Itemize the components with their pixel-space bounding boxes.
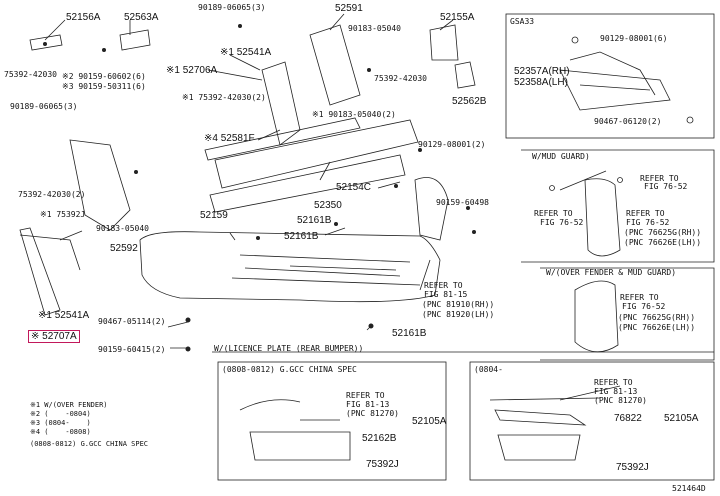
fender-pnc-rh: (PNC 76625G(RH)) xyxy=(618,313,696,322)
plate-right-75392J: 75392J xyxy=(616,462,649,473)
plate-sub-left-box xyxy=(217,361,447,481)
part-75392-42030-c: 75392-42030(2) xyxy=(18,190,86,199)
mud-pnc-lh: (PNC 76626E(LH)) xyxy=(624,238,702,247)
mud-refer-c-2: FIG 76-52 xyxy=(626,218,670,227)
part-1-52541A-b: ※1 52541A xyxy=(38,310,90,321)
part-90159-50311: ※3 90159-50311(6) xyxy=(62,82,146,91)
part-1-52541A: ※1 52541A xyxy=(220,47,272,58)
part-52591: 52591 xyxy=(335,3,363,14)
part-52562B: 52562B xyxy=(452,96,487,107)
main-refer-pnc-lh: (PNC 81920(LH)) xyxy=(422,310,495,319)
note-4: ※4 ( -0808) xyxy=(30,428,91,436)
part-1-52706A: ※1 52706A xyxy=(166,65,218,76)
part-90183-05040-b: 90183-05040 xyxy=(96,224,149,233)
part-52156A: 52156A xyxy=(66,12,101,23)
main-refer-pnc-rh: (PNC 81910(RH)) xyxy=(422,300,495,309)
part-52161B-b: 52161B xyxy=(284,231,319,242)
plate-right-title: (0804- xyxy=(474,365,503,374)
part-52161B-a: 52161B xyxy=(297,215,332,226)
part-90189-06065-a: 90189-06065(3) xyxy=(10,102,78,111)
part-52592: 52592 xyxy=(110,243,138,254)
plate-left-52162B: 52162B xyxy=(362,433,397,444)
part-52357A: 52357A(RH) xyxy=(514,66,570,77)
gsa33-title: GSA33 xyxy=(510,17,535,26)
part-90159-60498: 90159-60498 xyxy=(436,198,489,207)
plate-left-52105A: 52105A xyxy=(412,416,447,427)
plate-left-75392J: 75392J xyxy=(366,459,399,470)
plate-left-title: (0808-0812) G.GCC CHINA SPEC xyxy=(222,365,357,374)
plate-right-refer-1: REFER TO xyxy=(594,378,633,387)
plate-left-pnc: (PNC 81270) xyxy=(346,409,399,418)
plate-right-pnc: (PNC 81270) xyxy=(594,396,647,405)
part-52707A-highlighted[interactable]: ※ 52707A xyxy=(28,330,80,343)
gsa33-box xyxy=(505,13,715,139)
mud-guard-box xyxy=(521,149,715,263)
fender-box xyxy=(540,267,715,361)
part-1-90183-05040: ※1 90183-05040(2) xyxy=(312,110,396,119)
mud-refer-c-1: REFER TO xyxy=(626,209,665,218)
part-90467-06120: 90467-06120(2) xyxy=(594,117,662,126)
part-52358A: 52358A(LH) xyxy=(514,77,568,88)
part-4-52581F: ※4 52581F xyxy=(204,133,255,144)
part-90189-06065-b: 90189-06065(3) xyxy=(198,3,266,12)
plate-sub-right-box xyxy=(469,361,715,481)
part-1-75392-42030: ※1 75392-42030(2) xyxy=(182,93,266,102)
note-1: ※1 W/(OVER FENDER) xyxy=(30,401,108,409)
fender-refer-1: REFER TO xyxy=(620,293,659,302)
plate-left-refer-2: FIG 81-13 xyxy=(346,400,390,409)
diagram-code: 521464D xyxy=(672,484,706,493)
mud-refer-b-1: REFER TO xyxy=(534,209,573,218)
plate-right-52105A: 52105A xyxy=(664,413,699,424)
part-90159-60415: 90159-60415(2) xyxy=(98,345,166,354)
part-52161B-c: 52161B xyxy=(392,328,427,339)
main-refer-2: FIG 81-15 xyxy=(424,290,468,299)
part-52155A: 52155A xyxy=(440,12,475,23)
plate-title: W/(LICENCE PLATE (REAR BUMPER)) xyxy=(214,344,364,353)
part-1-75392J: ※1 75392J xyxy=(40,210,86,219)
mud-refer-a-1: REFER TO xyxy=(640,174,679,183)
plate-right-76822: 76822 xyxy=(614,413,642,424)
part-90129-08001-6: 90129-08001(6) xyxy=(600,34,668,43)
part-90183-05040-a: 90183-05040 xyxy=(348,24,401,33)
part-90467-05114: 90467-05114(2) xyxy=(98,317,166,326)
part-52350: 52350 xyxy=(314,200,342,211)
main-refer-1: REFER TO xyxy=(424,281,463,290)
part-52159: 52159 xyxy=(200,210,228,221)
mud-pnc-rh: (PNC 76625G(RH)) xyxy=(624,228,702,237)
part-75392-42030-b: 75392-42030 xyxy=(374,74,427,83)
fender-refer-2: FIG 76-52 xyxy=(622,302,666,311)
note-3: ※3 (0804- ) xyxy=(30,419,91,427)
part-90129-08001-2: 90129-08001(2) xyxy=(418,140,486,149)
mud-guard-title: W/MUD GUARD) xyxy=(532,152,590,161)
mud-refer-a-2: FIG 76-52 xyxy=(644,182,688,191)
fender-title: W/(OVER FENDER & MUD GUARD) xyxy=(546,268,677,277)
note-2: ※2 ( -0804) xyxy=(30,410,91,418)
fender-pnc-lh: (PNC 76626E(LH)) xyxy=(618,323,696,332)
mud-refer-b-2: FIG 76-52 xyxy=(540,218,584,227)
plate-left-refer-1: REFER TO xyxy=(346,391,385,400)
part-52563A: 52563A xyxy=(124,12,159,23)
plate-right-refer-2: FIG 81-13 xyxy=(594,387,638,396)
part-52154C: 52154C xyxy=(336,182,372,193)
bumper-cover xyxy=(139,231,441,303)
note-5: (0808-0812) G.GCC CHINA SPEC xyxy=(30,440,149,448)
part-90159-60602: ※2 90159-60602(6) xyxy=(62,72,146,81)
part-75392-42030-a: 75392-42030 xyxy=(4,70,57,79)
